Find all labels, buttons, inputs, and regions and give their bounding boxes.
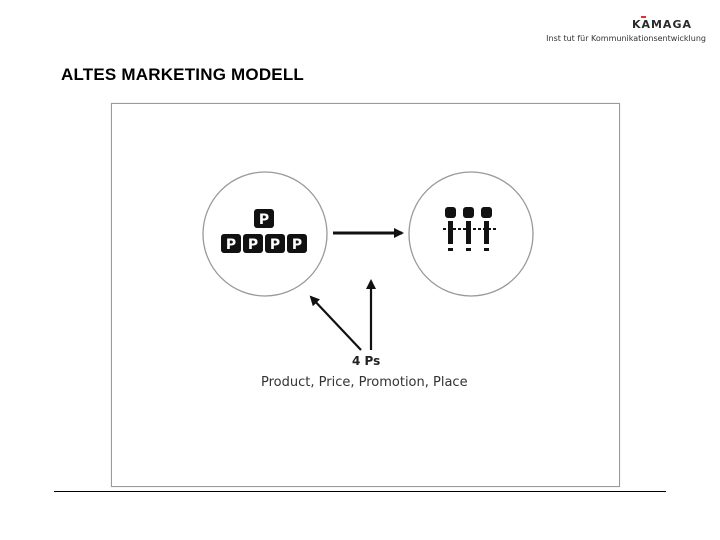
page-title: ALTES MARKETING MODELL xyxy=(61,65,305,84)
svg-text:P: P xyxy=(226,237,236,253)
logo-name: KAMAGA xyxy=(631,18,692,31)
logo-accent-mark xyxy=(641,16,646,18)
marketing-model-diagram: P P P P P xyxy=(202,171,534,351)
arrow-diagonal-to-company xyxy=(309,295,362,351)
svg-text:P: P xyxy=(270,237,280,253)
p-badge-top: P xyxy=(254,209,274,228)
caption-title: 4 Ps xyxy=(352,354,381,368)
p-badge-4: P xyxy=(287,234,307,253)
logo: KAMAGA Inst tut für Kommunikationsentwic… xyxy=(526,16,706,48)
caption-text: Product, Price, Promotion, Place xyxy=(261,375,468,390)
logo-subtitle: Inst tut für Kommunikationsentwicklung xyxy=(546,34,706,43)
svg-text:P: P xyxy=(292,237,302,253)
diagram-frame: P P P P P xyxy=(111,103,620,487)
p-badge-3: P xyxy=(265,234,285,253)
people-group-icon xyxy=(443,207,498,251)
svg-text:P: P xyxy=(259,212,269,228)
footer-rule xyxy=(54,491,666,492)
p-badge-2: P xyxy=(243,234,263,253)
company-circle xyxy=(202,171,328,297)
svg-text:P: P xyxy=(248,237,258,253)
p-badge-1: P xyxy=(221,234,241,253)
market-circle xyxy=(408,171,534,297)
